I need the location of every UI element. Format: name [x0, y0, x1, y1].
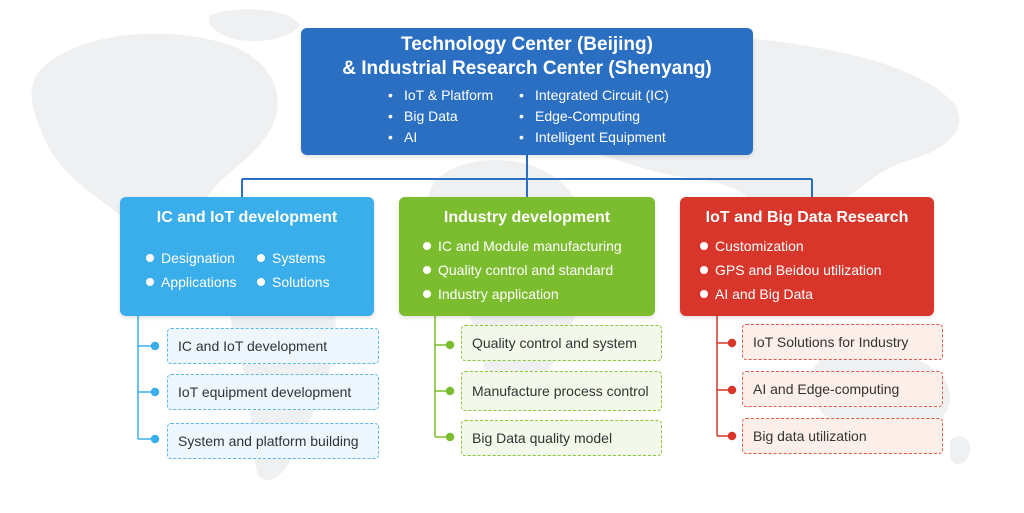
industry-title: Industry development: [443, 209, 611, 226]
industry-item: IC and Module manufacturing: [423, 234, 622, 258]
ic-iot-title: IC and IoT development: [156, 209, 338, 226]
research-item: AI and Big Data: [700, 282, 882, 306]
headquarters-title-line1: Technology Center (Beijing): [401, 34, 653, 55]
ic-iot-sub-box: System and platform building: [167, 423, 379, 459]
research-sub-box: IoT Solutions for Industry: [742, 324, 943, 360]
industry-item: Industry application: [423, 282, 622, 306]
ic-iot-box: IC and IoT development Designation Appli…: [120, 197, 374, 316]
research-list: Customization GPS and Beidou utilization…: [700, 234, 882, 306]
focus-item: IoT & Platform: [388, 85, 493, 106]
focus-item: AI: [388, 127, 493, 148]
industry-box: Industry development IC and Module manuf…: [399, 197, 655, 316]
ic-iot-list-right: Systems Solutions: [257, 246, 330, 294]
research-branch-lines: [716, 316, 737, 441]
headquarters-focus-list-left: IoT & Platform Big Data AI: [388, 85, 493, 148]
research-title: IoT and Big Data Research: [705, 209, 909, 226]
ic-iot-sub-box: IoT equipment development: [167, 374, 379, 410]
ic-iot-sub-box: IC and IoT development: [167, 328, 379, 364]
research-item: GPS and Beidou utilization: [700, 258, 882, 282]
headquarters-title-line2: & Industrial Research Center (Shenyang): [342, 58, 712, 79]
industry-sub-box: Quality control and system: [461, 325, 662, 361]
focus-item: Big Data: [388, 106, 493, 127]
industry-sub-box: Big Data quality model: [461, 420, 662, 456]
industry-list: IC and Module manufacturing Quality cont…: [423, 234, 622, 306]
industry-item: Quality control and standard: [423, 258, 622, 282]
ic-iot-branch-lines: [137, 316, 160, 444]
ic-iot-item: Solutions: [257, 270, 330, 294]
focus-item: Integrated Circuit (IC): [519, 85, 669, 106]
headquarters-title: Technology Center (Beijing) & Industrial…: [301, 33, 753, 81]
headquarters-focus-list-right: Integrated Circuit (IC) Edge-Computing I…: [519, 85, 669, 148]
research-box: IoT and Big Data Research Customization …: [680, 197, 934, 316]
industry-branch-lines: [434, 316, 455, 442]
focus-item: Intelligent Equipment: [519, 127, 669, 148]
ic-iot-item: Applications: [146, 270, 237, 294]
research-sub-box: Big data utilization: [742, 418, 943, 454]
ic-iot-item: Systems: [257, 246, 330, 270]
industry-sub-box: Manufacture process control: [461, 371, 662, 411]
ic-iot-item: Designation: [146, 246, 237, 270]
focus-item: Edge-Computing: [519, 106, 669, 127]
ic-iot-list-left: Designation Applications: [146, 246, 237, 294]
headquarters-box: Technology Center (Beijing) & Industrial…: [301, 28, 753, 155]
research-sub-box: AI and Edge-computing: [742, 371, 943, 407]
research-item: Customization: [700, 234, 882, 258]
